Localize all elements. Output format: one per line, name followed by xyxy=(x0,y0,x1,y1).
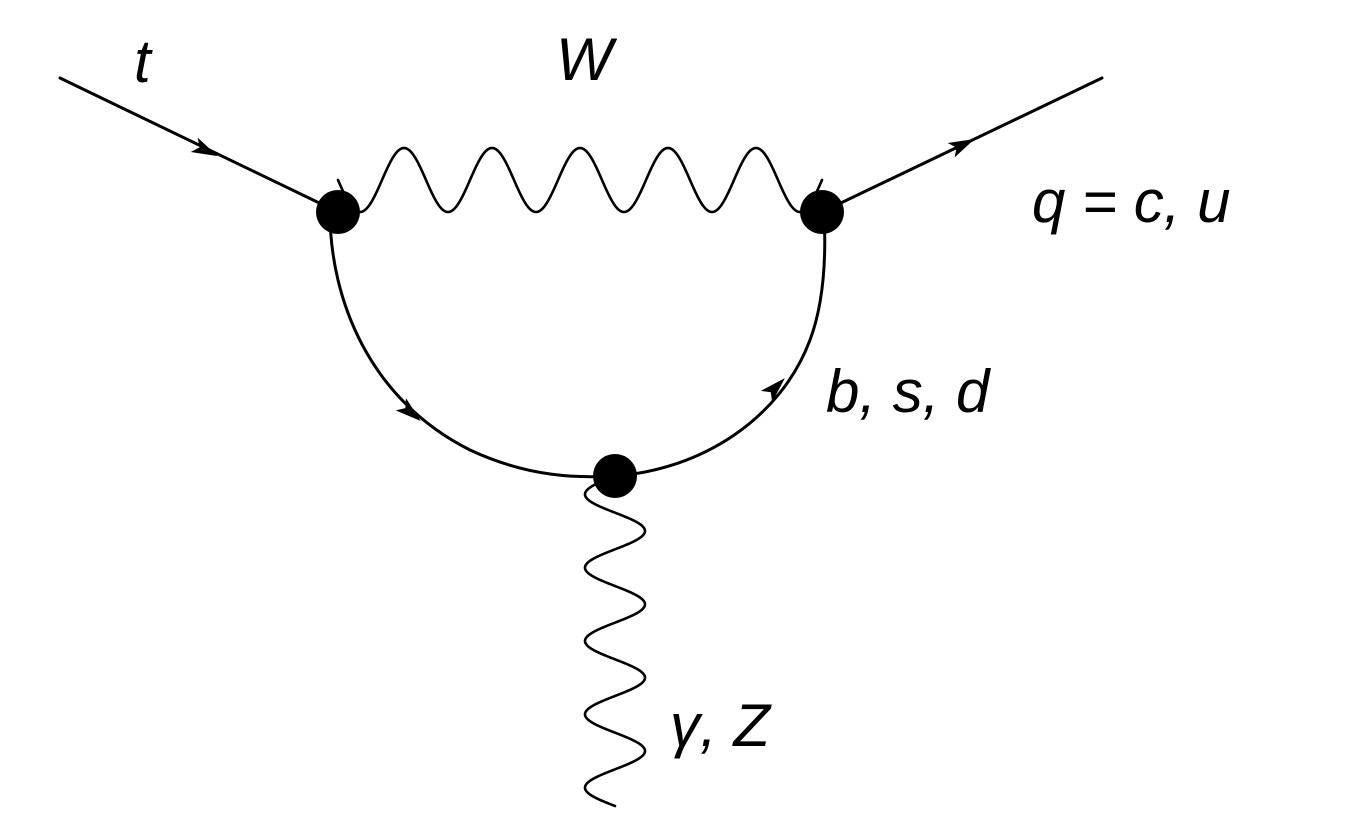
loop-quark-arrow-right xyxy=(760,378,785,403)
label-emitted-boson: γ, Z xyxy=(670,692,772,759)
gamma-z-propagator xyxy=(583,474,647,808)
label-loop-quarks: b, s, d xyxy=(826,358,991,425)
outgoing-quark-arrow xyxy=(947,138,975,158)
loop-quark-arrow-left xyxy=(395,398,421,421)
label-outgoing-quark: q = c, u xyxy=(1032,168,1230,235)
label-loop-boson: W xyxy=(556,26,618,93)
label-incoming-quark: t xyxy=(134,28,153,95)
vertex-left xyxy=(316,190,360,234)
vertex-right xyxy=(800,190,844,234)
w-boson-propagator xyxy=(336,146,824,214)
loop-quark-line xyxy=(328,210,827,479)
incoming-quark-line xyxy=(58,76,340,214)
vertex-bottom xyxy=(593,454,637,498)
incoming-quark-arrow xyxy=(190,137,218,157)
